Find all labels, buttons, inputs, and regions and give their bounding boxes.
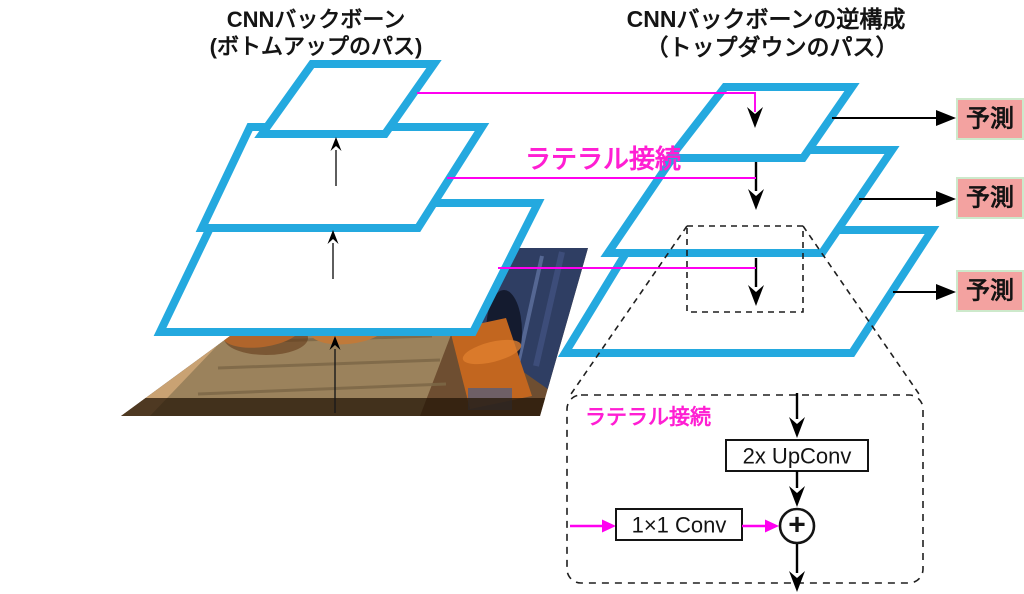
lateral-connection-label: ラテラル接続 — [525, 144, 681, 174]
backbone-layer-2 — [195, 123, 490, 232]
lateral-connection-1 — [417, 92, 763, 128]
add-node-plus: + — [788, 509, 806, 542]
photo-blanket-fold — [217, 358, 441, 370]
inset-border — [566, 394, 924, 584]
prediction-label-1: 予測 — [966, 105, 1014, 133]
conv-output-arrow — [742, 519, 779, 533]
photo-floor-shadow — [121, 398, 588, 416]
left-pyramid-bottom-up — [153, 60, 545, 413]
right-pyramid-title-line1: CNNバックボーンの逆構成 — [627, 6, 906, 32]
topdown-layer-1 — [661, 83, 860, 162]
photo-window-streak — [533, 251, 565, 367]
prediction-arrow-1 — [832, 110, 956, 126]
conv-box: 1×1 Conv — [615, 508, 743, 541]
left-pyramid-title-line2: (ボトムアップのパス) — [210, 34, 423, 59]
upconv-label: 2x UpConv — [743, 444, 852, 469]
prediction-label-3: 予測 — [966, 277, 1014, 305]
prediction-box-2: 予測 — [956, 177, 1024, 219]
up-arrow-1 — [330, 137, 342, 186]
zoom-region-box — [686, 225, 804, 313]
photo-chair-highlight — [462, 339, 522, 365]
backbone-layer-1 — [254, 60, 442, 138]
prediction-label-2: 予測 — [966, 184, 1014, 212]
left-pyramid-title-line1: CNNバックボーン — [227, 7, 406, 32]
right-pyramid-title-line2: （トップダウンのパス） — [646, 34, 899, 60]
photo-blanket-fold — [197, 382, 447, 396]
lateral-connection-inset: ラテラル接続 2x UpConv 1×1 Conv + — [566, 393, 924, 592]
prediction-arrow-2 — [859, 191, 956, 207]
prediction-arrow-3 — [893, 284, 956, 300]
down-arrow-2 — [748, 162, 764, 210]
inset-lateral-label: ラテラル接続 — [585, 405, 711, 429]
prediction-box-3: 予測 — [956, 270, 1024, 312]
upconv-box: 2x UpConv — [725, 439, 869, 472]
upconv-output-arrow — [789, 471, 805, 507]
conv-input-arrow — [570, 519, 616, 533]
inset-output-arrow — [789, 544, 805, 592]
up-arrow-2 — [327, 230, 339, 279]
conv-label: 1×1 Conv — [632, 513, 727, 538]
zoom-connector-left — [570, 225, 688, 395]
zoom-connector-right — [802, 225, 920, 395]
down-arrow-3 — [748, 258, 764, 306]
right-pyramid-top-down — [557, 83, 940, 357]
inset-input-arrow — [789, 393, 805, 438]
prediction-box-1: 予測 — [956, 98, 1024, 140]
add-node: + — [778, 507, 816, 545]
up-arrow-3 — [329, 336, 341, 413]
